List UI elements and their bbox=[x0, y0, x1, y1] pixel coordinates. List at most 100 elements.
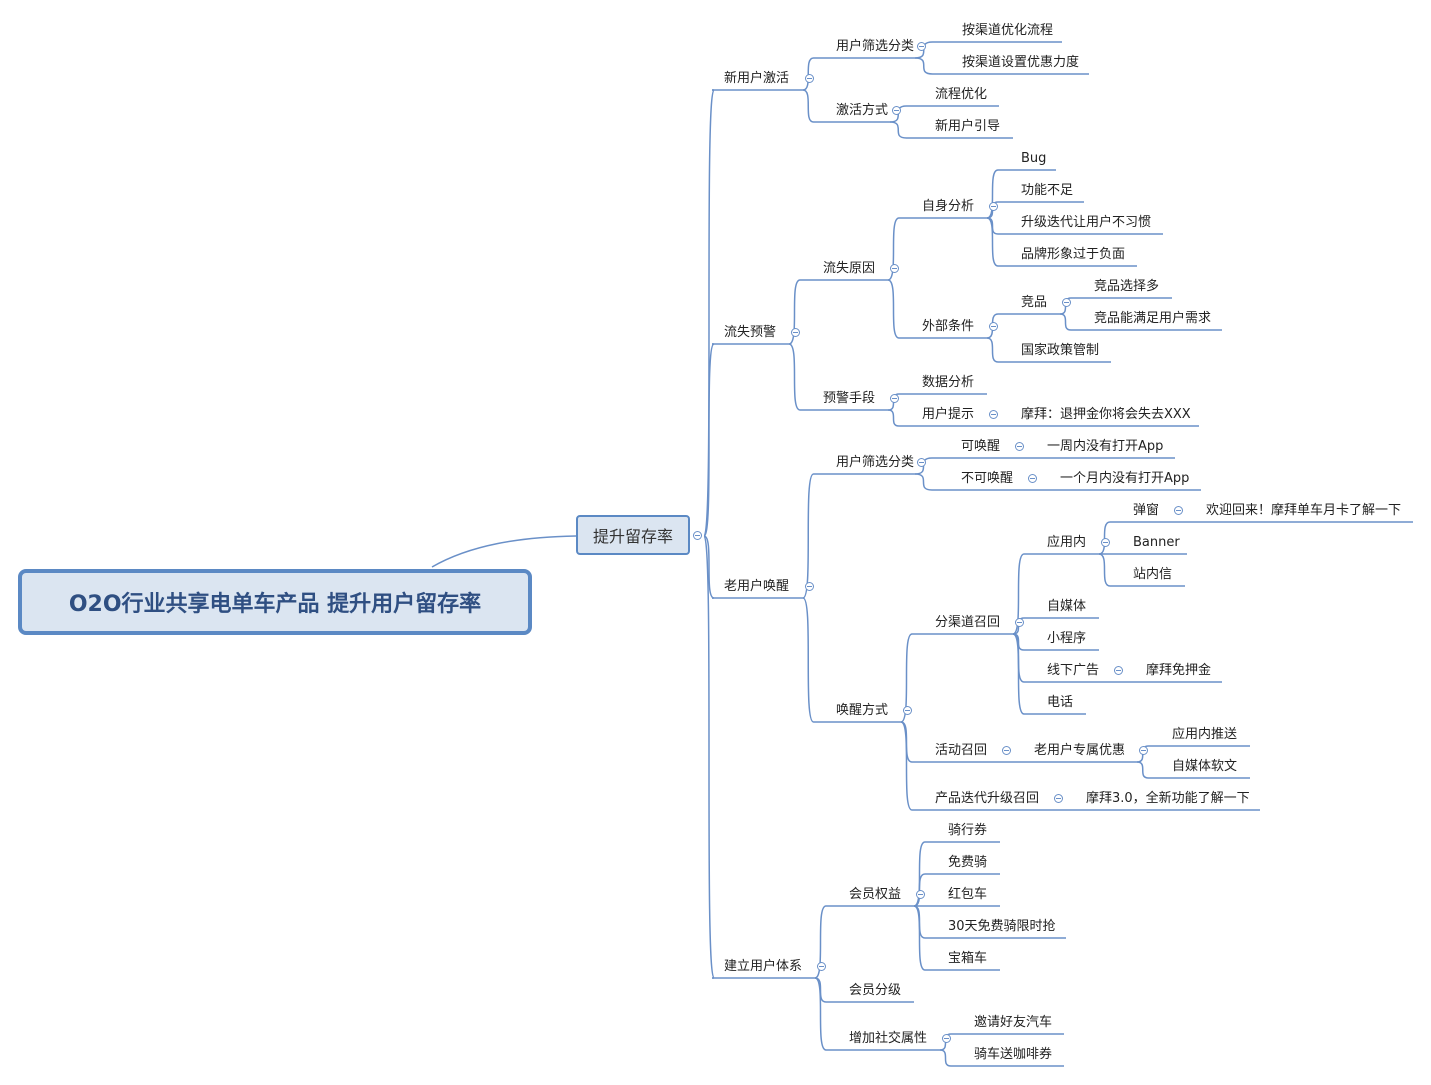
topic-label-0-0-0[interactable]: 按渠道优化流程 bbox=[962, 23, 1054, 38]
new-user-activation-collapse-icon[interactable] bbox=[805, 74, 814, 83]
topic-connector bbox=[1059, 313, 1082, 331]
topic-label-1-1-0[interactable]: 数据分析 bbox=[922, 375, 975, 390]
user-system-collapse-icon[interactable] bbox=[817, 962, 826, 971]
collapse-icon[interactable] bbox=[1139, 746, 1148, 755]
topic-label-2-1[interactable]: 唤醒方式 bbox=[836, 703, 889, 718]
topic-label-2-0-0[interactable]: 可唤醒 bbox=[961, 439, 1001, 454]
collapse-icon[interactable] bbox=[1002, 746, 1011, 755]
topic-label-2-1-1-0-0[interactable]: 应用内推送 bbox=[1172, 727, 1238, 742]
topic-label-1-0-0-3[interactable]: 品牌形象过于负面 bbox=[1021, 247, 1126, 262]
topic-label-2-1-0-0-0[interactable]: 弹窗 bbox=[1133, 503, 1160, 518]
topic-label-1-0-1-0-1[interactable]: 竞品能满足用户需求 bbox=[1094, 311, 1212, 326]
topic-label-3-2-0[interactable]: 邀请好友汽车 bbox=[974, 1015, 1053, 1030]
collapse-icon[interactable] bbox=[989, 322, 998, 331]
topic-label-1-0-0-2[interactable]: 升级迭代让用户不习惯 bbox=[1021, 215, 1152, 230]
topic-label-3-0[interactable]: 会员权益 bbox=[849, 887, 902, 902]
collapse-icon[interactable] bbox=[1062, 298, 1071, 307]
central-collapse-icon[interactable] bbox=[693, 531, 702, 540]
collapse-icon[interactable] bbox=[1054, 794, 1063, 803]
topic-label-1-0-0[interactable]: 自身分析 bbox=[922, 199, 975, 214]
collapse-icon[interactable] bbox=[942, 1034, 951, 1043]
topic-label-2-1-0-2[interactable]: 小程序 bbox=[1047, 631, 1087, 646]
topic-label-2-1-0-0-0-0[interactable]: 欢迎回来！摩拜单车月卡了解一下 bbox=[1206, 503, 1402, 518]
collapse-icon[interactable] bbox=[1015, 442, 1024, 451]
topic-connector bbox=[1012, 633, 1035, 715]
root-topic[interactable]: O2O行业共享电单车产品 提升用户留存率 bbox=[18, 569, 532, 635]
topic-label-3-0-3[interactable]: 30天免费骑限时抢 bbox=[948, 919, 1056, 934]
collapse-icon[interactable] bbox=[890, 394, 899, 403]
topic-connector bbox=[1136, 761, 1160, 779]
topic-label-2-1-0-3[interactable]: 线下广告 bbox=[1047, 663, 1100, 678]
topic-label-2-1-0-4[interactable]: 电话 bbox=[1047, 695, 1074, 710]
collapse-icon[interactable] bbox=[916, 890, 925, 899]
churn-warning-collapse-icon[interactable] bbox=[791, 328, 800, 337]
topic-label-2-1-1-0-1[interactable]: 自媒体软文 bbox=[1172, 759, 1238, 774]
collapse-icon[interactable] bbox=[1028, 474, 1037, 483]
topic-connector bbox=[900, 633, 923, 723]
topic-label-1-0-0-0[interactable]: Bug bbox=[1021, 151, 1047, 166]
topic-label-0-0-1[interactable]: 按渠道设置优惠力度 bbox=[962, 55, 1080, 70]
collapse-icon[interactable] bbox=[903, 706, 912, 715]
collapse-icon[interactable] bbox=[892, 106, 901, 115]
topic-label-3-0-4[interactable]: 宝箱车 bbox=[948, 951, 988, 966]
topic-label-3-2-1[interactable]: 骑车送咖啡券 bbox=[974, 1047, 1053, 1062]
topic-label-1-0-0-1[interactable]: 功能不足 bbox=[1021, 183, 1074, 198]
topic-label-0-1-0[interactable]: 流程优化 bbox=[935, 87, 988, 102]
collapse-icon[interactable] bbox=[989, 202, 998, 211]
topic-label-1[interactable]: 流失预警 bbox=[724, 325, 777, 340]
topic-connector bbox=[986, 337, 1009, 363]
topic-label-2-1-0-0-1[interactable]: Banner bbox=[1133, 535, 1180, 550]
topic-label-1-0-1-1[interactable]: 国家政策管制 bbox=[1021, 343, 1100, 358]
topic-label-3[interactable]: 建立用户体系 bbox=[724, 959, 803, 974]
topic-label-1-1[interactable]: 预警手段 bbox=[823, 391, 876, 406]
topic-label-0-1[interactable]: 激活方式 bbox=[836, 103, 889, 118]
topic-label-2-1-2[interactable]: 产品迭代升级召回 bbox=[935, 791, 1040, 806]
topic-label-3-0-1[interactable]: 免费骑 bbox=[948, 855, 988, 870]
topic-label-2-0[interactable]: 用户筛选分类 bbox=[836, 455, 915, 470]
topic-label-2-1-0-0-2[interactable]: 站内信 bbox=[1133, 567, 1173, 582]
topic-label-2-1-0-1[interactable]: 自媒体 bbox=[1047, 599, 1087, 614]
topic-label-0[interactable]: 新用户激活 bbox=[724, 71, 790, 86]
topic-label-2-1-1-0[interactable]: 老用户专属优惠 bbox=[1034, 743, 1126, 758]
topic-label-2-0-1[interactable]: 不可唤醒 bbox=[961, 471, 1014, 486]
topic-label-2-1-0-3-0[interactable]: 摩拜免押金 bbox=[1146, 663, 1212, 678]
topic-label-2-1-0[interactable]: 分渠道召回 bbox=[935, 615, 1001, 630]
collapse-icon[interactable] bbox=[1114, 666, 1123, 675]
topic-label-0-1-1[interactable]: 新用户引导 bbox=[935, 119, 1001, 134]
topic-label-0-0[interactable]: 用户筛选分类 bbox=[836, 39, 915, 54]
topic-label-2-0-1-0[interactable]: 一个月内没有打开App bbox=[1060, 471, 1190, 486]
collapse-icon[interactable] bbox=[1174, 506, 1183, 515]
topic-connector bbox=[802, 597, 824, 723]
collapse-icon[interactable] bbox=[1015, 618, 1024, 627]
root-topic-label: O2O行业共享电单车产品 提升用户留存率 bbox=[68, 592, 482, 617]
topic-label-2[interactable]: 老用户唤醒 bbox=[724, 579, 790, 594]
topic-label-1-0-1-0[interactable]: 竞品 bbox=[1021, 295, 1048, 310]
topic-label-2-1-1[interactable]: 活动召回 bbox=[935, 743, 988, 758]
collapse-icon[interactable] bbox=[989, 410, 998, 419]
topic-connector bbox=[1098, 521, 1121, 555]
topic-connector bbox=[788, 343, 811, 411]
topic-label-1-0[interactable]: 流失原因 bbox=[823, 261, 876, 276]
topic-label-1-1-1-0[interactable]: 摩拜：退押金你将会失去XXX bbox=[1021, 407, 1191, 422]
topic-connector bbox=[913, 873, 936, 907]
topic-label-3-1[interactable]: 会员分级 bbox=[849, 983, 902, 998]
topic-label-1-0-1-0-0[interactable]: 竞品选择多 bbox=[1094, 279, 1160, 294]
topic-label-3-2[interactable]: 增加社交属性 bbox=[849, 1031, 928, 1046]
topic-label-2-1-0-0[interactable]: 应用内 bbox=[1047, 535, 1087, 550]
collapse-icon[interactable] bbox=[1101, 538, 1110, 547]
topic-label-1-1-1[interactable]: 用户提示 bbox=[922, 407, 975, 422]
collapse-icon[interactable] bbox=[917, 42, 926, 51]
collapse-icon[interactable] bbox=[917, 458, 926, 467]
collapse-icon[interactable] bbox=[890, 264, 899, 273]
central-topic[interactable]: 提升留存率 bbox=[576, 515, 690, 555]
topic-label-1-0-1[interactable]: 外部条件 bbox=[922, 319, 975, 334]
topic-label-3-0-2[interactable]: 红包车 bbox=[948, 887, 988, 902]
old-user-reactivation-collapse-icon[interactable] bbox=[805, 582, 814, 591]
topic-label-2-0-0-0[interactable]: 一周内没有打开App bbox=[1047, 439, 1164, 454]
topic-connector bbox=[1012, 553, 1035, 635]
topic-connector bbox=[913, 905, 936, 971]
topic-label-2-1-2-0[interactable]: 摩拜3.0，全新功能了解一下 bbox=[1086, 791, 1250, 806]
topic-connector bbox=[1098, 553, 1121, 587]
topic-label-3-0-0[interactable]: 骑行券 bbox=[948, 823, 988, 838]
branch-connector bbox=[703, 343, 715, 537]
